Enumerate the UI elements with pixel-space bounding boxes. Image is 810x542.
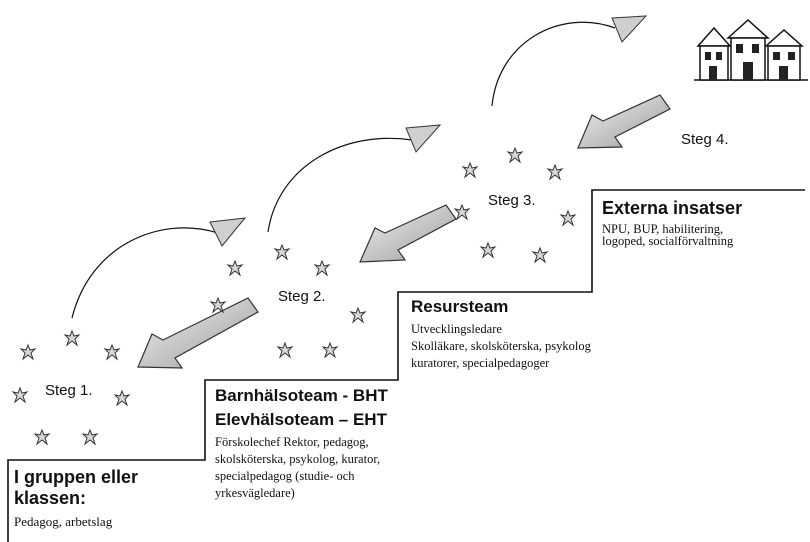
resursteam-body-line2: Skolläkare, skolsköterska, psykolog (411, 339, 591, 353)
bht-heading-line2: Elevhälsoteam – EHT (215, 410, 387, 429)
step-4-label: Steg 4. (681, 131, 729, 148)
group-heading-line2: klassen: (14, 488, 87, 508)
houses-icon (694, 18, 808, 81)
bht-body-line3: specialpedagog (studie- och (215, 469, 355, 483)
curved-arrow-icon (71, 217, 247, 319)
step-2-label: Steg 2. (278, 288, 326, 305)
bht-body-line1: Förskolechef Rektor, pedagog, (215, 435, 369, 449)
externa-heading: Externa insatser (602, 198, 743, 218)
block-arrow-icon (137, 297, 259, 369)
bht-body-line4: yrkesvägledare) (215, 486, 295, 500)
externa-body-line1: NPU, BUP, habilitering, (602, 222, 724, 236)
externa-body-line2: logoped, socialförvaltning (602, 234, 734, 248)
resursteam-heading: Resursteam (411, 297, 509, 316)
curved-arrow-icon (491, 15, 648, 107)
resursteam-body-line1: Utvecklingsledare (411, 322, 502, 336)
step-1-label: Steg 1. (45, 382, 93, 399)
bht-heading-line1: Barnhälsoteam - BHT (215, 386, 388, 405)
resursteam-body-line3: kuratorer, specialpedagoger (411, 356, 550, 370)
step-3-label: Steg 3. (488, 192, 536, 209)
staircase-outline (7, 189, 805, 542)
group-body-line1: Pedagog, arbetslag (14, 514, 113, 529)
group-heading-line1: I gruppen eller (14, 467, 139, 487)
bht-body-line2: skolsköterska, psykolog, kurator, (215, 452, 381, 466)
block-arrow-icon (577, 94, 671, 149)
curved-arrow-icon (267, 124, 442, 233)
block-arrow-icon (359, 204, 457, 263)
